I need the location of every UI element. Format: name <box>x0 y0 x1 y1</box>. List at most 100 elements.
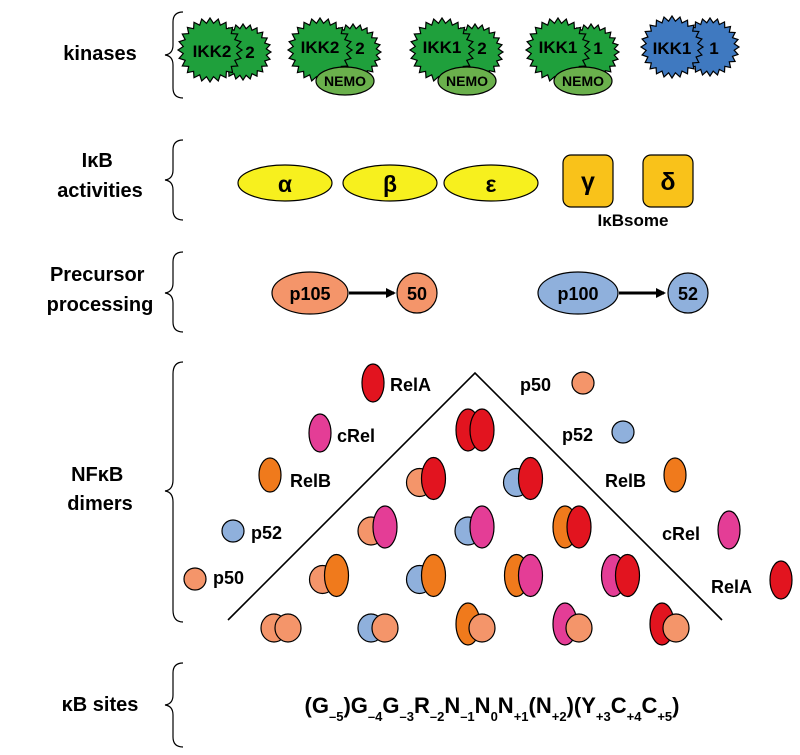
dimer-p52-p50 <box>357 613 399 643</box>
subunit-label: RelB <box>290 471 331 491</box>
nemo-label: NEMO <box>562 73 604 89</box>
consensus-position: –2 <box>430 709 444 724</box>
kinase-a-label: IKK2 <box>193 42 232 61</box>
right-legend-rela: RelA <box>711 560 793 600</box>
nemo-label: NEMO <box>324 73 366 89</box>
label-nfkb-dimers: NFκB dimers <box>67 464 133 515</box>
dimer-p50-crel <box>357 505 398 549</box>
precursor-row: p105 50 p100 52 <box>271 271 709 315</box>
ikb-ellipse <box>237 164 333 202</box>
kinase-complex: NEMO IKK1 1 <box>524 16 621 96</box>
dimer-subunit-rela <box>614 553 641 598</box>
consensus-position: –4 <box>368 709 383 724</box>
consensus-base: (N <box>529 693 552 718</box>
brace-dimers <box>164 361 184 623</box>
kinase-b-label: 2 <box>245 43 254 62</box>
consensus-position: +2 <box>552 709 567 724</box>
ikb-ellipse <box>342 164 438 202</box>
kinases-row: IKK2 2 NEMO IKK2 2 NEMO IKK1 2 NEMO IKK1… <box>176 14 741 96</box>
precursor-label: p100 <box>557 284 598 304</box>
kinase-a-label: IKK1 <box>653 39 692 58</box>
dimer-subunit-rela <box>420 456 447 501</box>
consensus-base: N <box>498 693 514 718</box>
kinase-complex: IKK2 2 <box>176 16 273 84</box>
ikb-beta: β <box>342 164 438 202</box>
product-label: 50 <box>407 284 427 304</box>
left-legend-crel: cRel <box>308 413 375 453</box>
dimer-rela-p50 <box>649 602 690 646</box>
subunit-shape <box>663 457 687 493</box>
brace-precursor <box>164 251 184 333</box>
kinase-complex: IKK1 1 <box>639 14 741 80</box>
kinase-a-label: IKK1 <box>423 38 462 57</box>
dimer-subunit-relb <box>420 553 447 598</box>
dimer-subunit-rela <box>566 505 592 549</box>
ikb-gamma: γ <box>562 154 614 208</box>
dimer-relb-crel <box>503 553 544 598</box>
dimer-subunit-rela <box>469 408 495 452</box>
brace-ikb <box>164 139 184 221</box>
kinase-subunit-a <box>639 14 705 80</box>
consensus-base: G <box>382 693 399 718</box>
ikbsome-label: IκBsome <box>598 211 669 230</box>
nemo-label: NEMO <box>446 73 488 89</box>
product-circle <box>396 272 438 314</box>
consensus-base: C <box>611 693 627 718</box>
kinase-a-label: IKK1 <box>539 38 578 57</box>
ikb-symbol: ε <box>486 171 497 197</box>
precursor-ellipse <box>537 271 619 315</box>
subunit-shape <box>611 420 635 444</box>
precursor-p105: p105 50 <box>271 271 438 315</box>
kinase-b-label: 2 <box>477 39 486 58</box>
ikb-epsilon: ε <box>443 164 539 202</box>
dimer-subunit-crel <box>469 505 495 549</box>
subunit-shape <box>183 567 207 591</box>
dimer-subunit-p50 <box>565 613 593 643</box>
brace-kinases <box>164 11 184 99</box>
label-kb-sites: κB sites <box>62 694 139 716</box>
subunit-shape <box>769 560 793 600</box>
right-legend-p52: p52 <box>562 420 635 445</box>
precursor-p100: p100 52 <box>537 271 709 315</box>
consensus-position: +1 <box>514 709 529 724</box>
ikb-symbol: δ <box>660 168 675 196</box>
consensus-position: +3 <box>596 709 611 724</box>
left-legend-p50: p50 <box>183 567 244 591</box>
consensus-base: (G <box>305 693 329 718</box>
subunit-shape <box>571 371 595 395</box>
dimer-crel-rela <box>600 553 641 598</box>
consensus-position: +5 <box>657 709 672 724</box>
consensus-base: N <box>444 693 460 718</box>
subunit-label: RelA <box>390 375 431 395</box>
subunit-shape <box>361 363 385 403</box>
brace-sites <box>164 662 184 748</box>
subunit-label: cRel <box>337 426 375 446</box>
dimer-p52-rela <box>502 456 544 501</box>
consensus-base: )(Y <box>567 693 597 718</box>
right-legend-p50: p50 <box>520 371 595 395</box>
ikb-row: α β ε γ δ IκBsome <box>237 154 694 230</box>
dimer-relb-rela <box>552 505 592 549</box>
ikb-box <box>642 154 694 208</box>
label-ikb-activities: IκB activities <box>57 150 143 202</box>
ikb-symbol: β <box>383 171 397 197</box>
kinase-subunit-a <box>176 16 244 84</box>
dimer-grid <box>260 408 690 646</box>
product-label: 52 <box>678 284 698 304</box>
ikb-symbol: α <box>278 171 292 197</box>
nemo-ellipse <box>553 66 613 96</box>
left-legend-relb: RelB <box>258 457 331 493</box>
dimer-subunit-p50 <box>468 613 496 643</box>
dimer-subunit-p50 <box>274 613 302 643</box>
right-subunit-legend: p50 p52 RelB cRel RelA <box>520 371 793 600</box>
dimer-rela-rela <box>455 408 495 452</box>
right-legend-crel: cRel <box>662 510 741 550</box>
dimer-subunit-p50 <box>662 613 690 643</box>
dimer-subunit-crel <box>517 553 544 598</box>
section-labels: kinases IκB activities Precursor process… <box>47 43 154 716</box>
subunit-label: p52 <box>251 523 282 543</box>
right-legend-relb: RelB <box>605 457 687 493</box>
consensus-position: +4 <box>627 709 643 724</box>
ikb-ellipse <box>443 164 539 202</box>
